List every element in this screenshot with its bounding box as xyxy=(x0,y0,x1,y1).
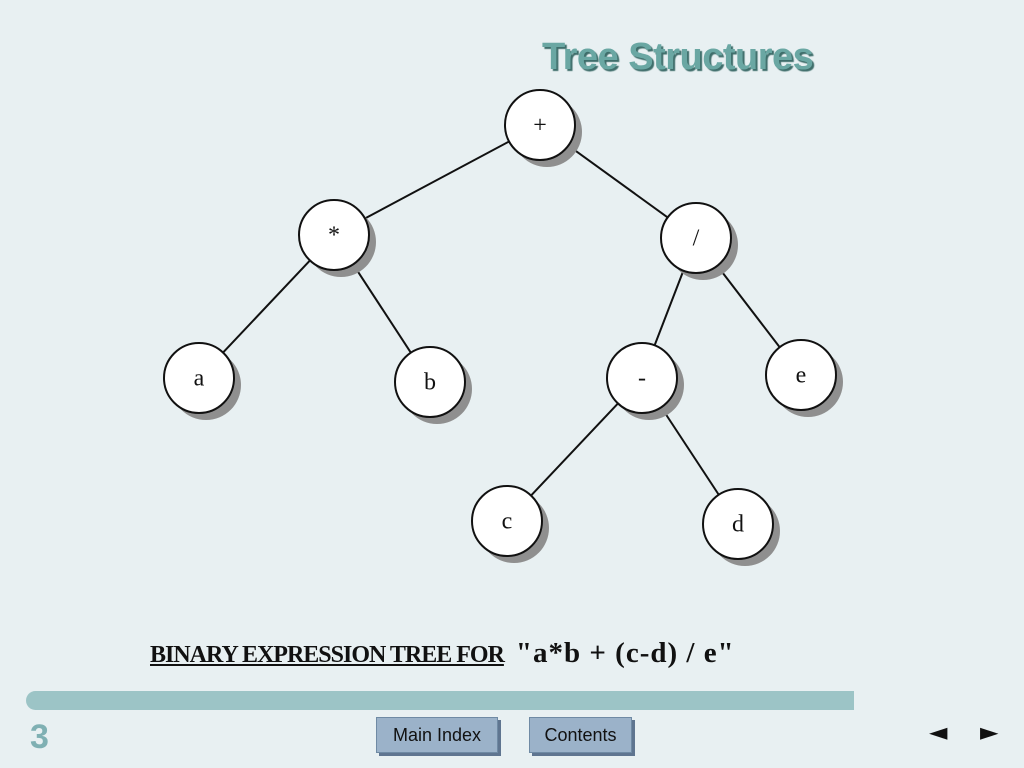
diagram-caption: BINARY EXPRESSION TREE FOR "a*b + (c-d) … xyxy=(150,637,735,670)
tree-edge-div-minus xyxy=(653,270,685,346)
tree-edge-plus-times xyxy=(364,140,510,220)
tree-edge-minus-c xyxy=(530,402,619,497)
caption-expression: "a*b + (c-d) / e" xyxy=(515,637,735,669)
tree-node-circle xyxy=(394,346,466,418)
tree-node-d: d xyxy=(702,488,780,566)
tree-node-circle xyxy=(765,339,837,411)
contents-button[interactable]: Contents xyxy=(529,717,632,753)
tree-edge-times-b xyxy=(352,263,412,354)
tree-node-times: * xyxy=(298,199,376,277)
main-index-button[interactable]: Main Index xyxy=(376,717,498,753)
tree-edge-div-e xyxy=(716,265,781,348)
tree-node-label: - xyxy=(638,366,646,392)
tree-node-circle xyxy=(606,342,678,414)
tree-node-minus: - xyxy=(606,342,684,420)
tree-node-label: a xyxy=(194,366,205,392)
tree-node-circle xyxy=(702,488,774,560)
tree-edge-minus-d xyxy=(660,406,720,496)
tree-node-label: e xyxy=(796,363,807,389)
next-arrow-icon[interactable]: ► xyxy=(980,718,999,746)
tree-node-e: e xyxy=(765,339,843,417)
page-number: 3 xyxy=(30,718,49,756)
expression-tree-diagram: + * / a b - e c d xyxy=(163,89,843,566)
previous-arrow-icon[interactable]: ◄ xyxy=(929,718,948,746)
tree-node-circle xyxy=(660,202,732,274)
tree-node-label: d xyxy=(732,512,744,538)
tree-node-plus: + xyxy=(504,89,582,167)
caption-lead: BINARY EXPRESSION TREE FOR xyxy=(150,642,505,668)
tree-node-div: / xyxy=(660,202,738,280)
tree-node-circle xyxy=(298,199,370,271)
tree-node-a: a xyxy=(163,342,241,420)
tree-node-label: + xyxy=(533,113,547,139)
tree-edge-plus-div xyxy=(567,144,669,219)
tree-node-label: * xyxy=(328,223,340,249)
tree-edge-times-a xyxy=(222,259,311,354)
tree-node-circle xyxy=(163,342,235,414)
tree-node-circle xyxy=(504,89,576,161)
tree-node-b: b xyxy=(394,346,472,424)
footer-divider-bar xyxy=(26,691,854,710)
tree-node-circle xyxy=(471,485,543,557)
tree-node-label: b xyxy=(424,370,436,396)
tree-node-label: / xyxy=(693,226,700,252)
tree-node-c: c xyxy=(471,485,549,563)
tree-node-label: c xyxy=(502,509,513,535)
slide-title: Tree Structures xyxy=(542,36,814,78)
